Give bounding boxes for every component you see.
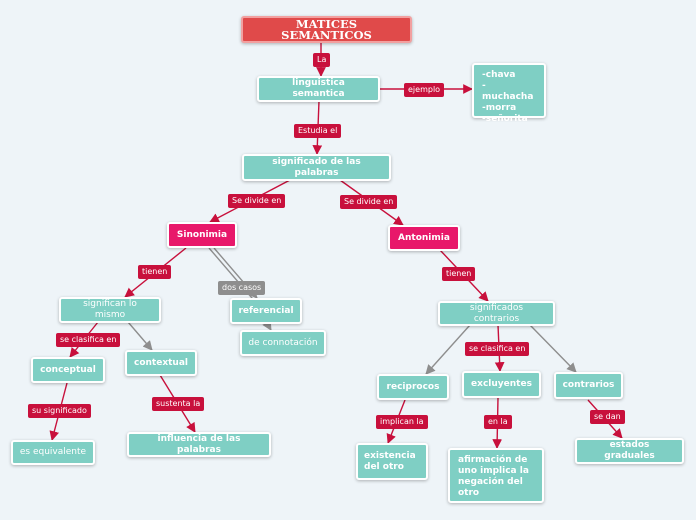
node-ejemplos[interactable]: -chava -muchacha -morra -señorita (472, 63, 546, 124)
node-sinonimia[interactable]: Sinonimia (167, 222, 237, 248)
link-label-tienen-sinonimia: tienen (138, 265, 172, 279)
link-label-estudia: Estudia el (294, 124, 342, 138)
node-significado-palabras[interactable]: significado de las palabras (242, 154, 391, 181)
link-label-su-significado: su significado (28, 404, 91, 418)
ejemplo-item: -muchacha (482, 81, 534, 102)
node-es-equivalente[interactable]: es equivalente (11, 440, 95, 465)
node-reciprocos[interactable]: reciprocos (377, 374, 449, 400)
link-label-clasifica-sinonimia: se clasifica en (56, 333, 121, 347)
node-estados-graduales[interactable]: estados graduales (575, 438, 684, 464)
node-afirmacion-negacion[interactable]: afirmación de uno implica la negación de… (448, 448, 544, 503)
link-label-tienen-antonimia: tienen (442, 267, 476, 281)
node-significan-mismo[interactable]: significan lo mismo (59, 297, 161, 323)
link-label-implican: implican la (376, 415, 428, 429)
node-influencia-palabras[interactable]: influencia de las palabras (127, 432, 271, 457)
node-connotacion[interactable]: de connotación (240, 330, 326, 356)
node-excluyentes[interactable]: excluyentes (462, 371, 541, 398)
link-label-divide-sinonimia: Se divide en (228, 194, 286, 208)
title-node[interactable]: MATICES SEMANTICOS (241, 16, 412, 43)
link-label-ejemplo: ejemplo (404, 83, 445, 97)
node-linguistica-semantica[interactable]: linguistica semantica (257, 76, 380, 102)
link-label-divide-antonimia: Se divide en (340, 195, 398, 209)
node-significados-contrarios[interactable]: significados contrarios (438, 301, 555, 326)
link-label-la: La (313, 53, 331, 67)
edge-significan-contextual (127, 321, 153, 351)
node-existencia-otro[interactable]: existencia del otro (356, 443, 428, 480)
link-label-clasifica-antonimia: se clasifica en (465, 342, 530, 356)
node-contextual[interactable]: contextual (125, 350, 197, 376)
node-antonimia[interactable]: Antonimia (388, 225, 460, 251)
ejemplo-item: -morra (482, 103, 517, 113)
link-label-sustenta: sustenta la (152, 397, 205, 411)
edge-contrarios-sig-contrarios (529, 324, 577, 373)
node-conceptual[interactable]: conceptual (31, 357, 105, 383)
link-label-en-la: en la (484, 415, 512, 429)
link-label-dos-casos: dos casos (218, 281, 266, 295)
ejemplo-item: -señorita (482, 114, 528, 124)
edge-contrarios-sig-reciprocos (425, 324, 471, 375)
link-label-se-dan: se dan (590, 410, 625, 424)
node-contrarios[interactable]: contrarios (554, 372, 623, 399)
node-referencial[interactable]: referencial (230, 298, 302, 324)
ejemplo-item: -chava (482, 70, 516, 80)
